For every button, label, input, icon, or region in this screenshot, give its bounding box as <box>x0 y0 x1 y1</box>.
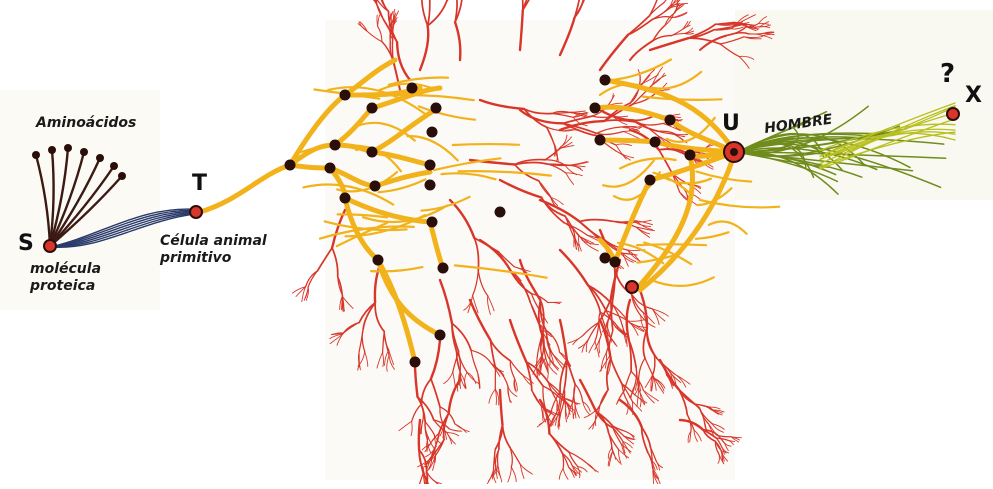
red-branch <box>749 33 764 34</box>
node-u-center <box>730 148 738 156</box>
node-s <box>44 240 56 252</box>
amino-node <box>118 172 126 180</box>
branch-node <box>285 160 296 171</box>
branch-node <box>600 75 611 86</box>
amino-node <box>80 148 88 156</box>
branch-node <box>340 193 351 204</box>
label-x: X <box>965 83 982 108</box>
red-branch <box>419 420 420 450</box>
amino-node <box>48 146 56 154</box>
branch-node <box>431 103 442 114</box>
branch-node <box>367 103 378 114</box>
branch-node <box>427 217 438 228</box>
branch-node <box>325 163 336 174</box>
red-branch <box>379 0 388 11</box>
branch-node <box>595 135 606 146</box>
branch-node <box>427 127 438 138</box>
label-t: T <box>192 171 207 196</box>
label-molecula-line2: proteica <box>29 278 95 294</box>
branch-node <box>685 150 696 161</box>
label-s: S <box>18 231 34 256</box>
branch-node <box>367 147 378 158</box>
branch-node <box>600 253 611 264</box>
yellow-branch <box>290 165 330 168</box>
yellow-strand <box>453 144 519 145</box>
node-t <box>190 206 202 218</box>
paper-patch <box>735 10 993 200</box>
node-x <box>947 108 959 120</box>
branch-node <box>370 181 381 192</box>
red-branch <box>447 0 458 2</box>
branch-node <box>407 83 418 94</box>
amino-node <box>96 154 104 162</box>
node-red <box>626 281 638 293</box>
yellow-strand <box>637 244 706 245</box>
amino-node <box>32 151 40 159</box>
branch-node <box>435 330 446 341</box>
label-aminoacidos: Aminoácidos <box>35 115 136 131</box>
branch-node <box>340 90 351 101</box>
branch-node <box>650 137 661 148</box>
branch-node <box>410 357 421 368</box>
branch-node <box>438 263 449 274</box>
amino-node <box>110 162 118 170</box>
label-molecula-line1: molécula <box>30 261 101 277</box>
branch-node <box>590 103 601 114</box>
branch-node <box>330 140 341 151</box>
yellow-branch <box>200 165 290 212</box>
branch-node <box>645 175 656 186</box>
paper-patch <box>325 20 735 480</box>
yellow-branch <box>600 140 655 142</box>
label-celula-line2: primitivo <box>159 250 232 266</box>
branch-node <box>425 180 436 191</box>
branch-node <box>610 257 621 268</box>
amino-node <box>64 144 72 152</box>
label-u: U <box>722 111 740 136</box>
label-question: ? <box>940 59 955 89</box>
red-branch <box>676 134 688 135</box>
branch-node <box>495 207 506 218</box>
label-celula-line1: Célula animal <box>160 233 267 249</box>
branch-node <box>665 115 676 126</box>
branch-node <box>373 255 384 266</box>
branch-node <box>425 160 436 171</box>
